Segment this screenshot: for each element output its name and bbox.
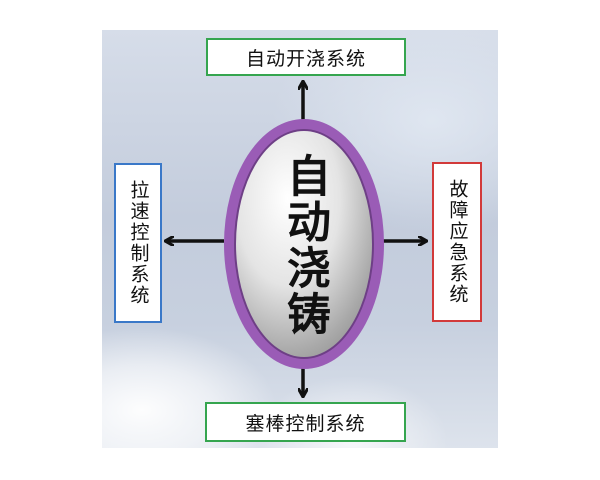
node-casting-speed-control-system: 拉速控制系统 [114,163,162,323]
node-stopper-control-system: 塞棒控制系统 [205,402,406,442]
center-label: 自动浇铸 [279,153,330,337]
node-auto-open-pour-system: 自动开浇系统 [206,38,406,76]
node-fault-emergency-system: 故障应急系统 [432,162,482,322]
